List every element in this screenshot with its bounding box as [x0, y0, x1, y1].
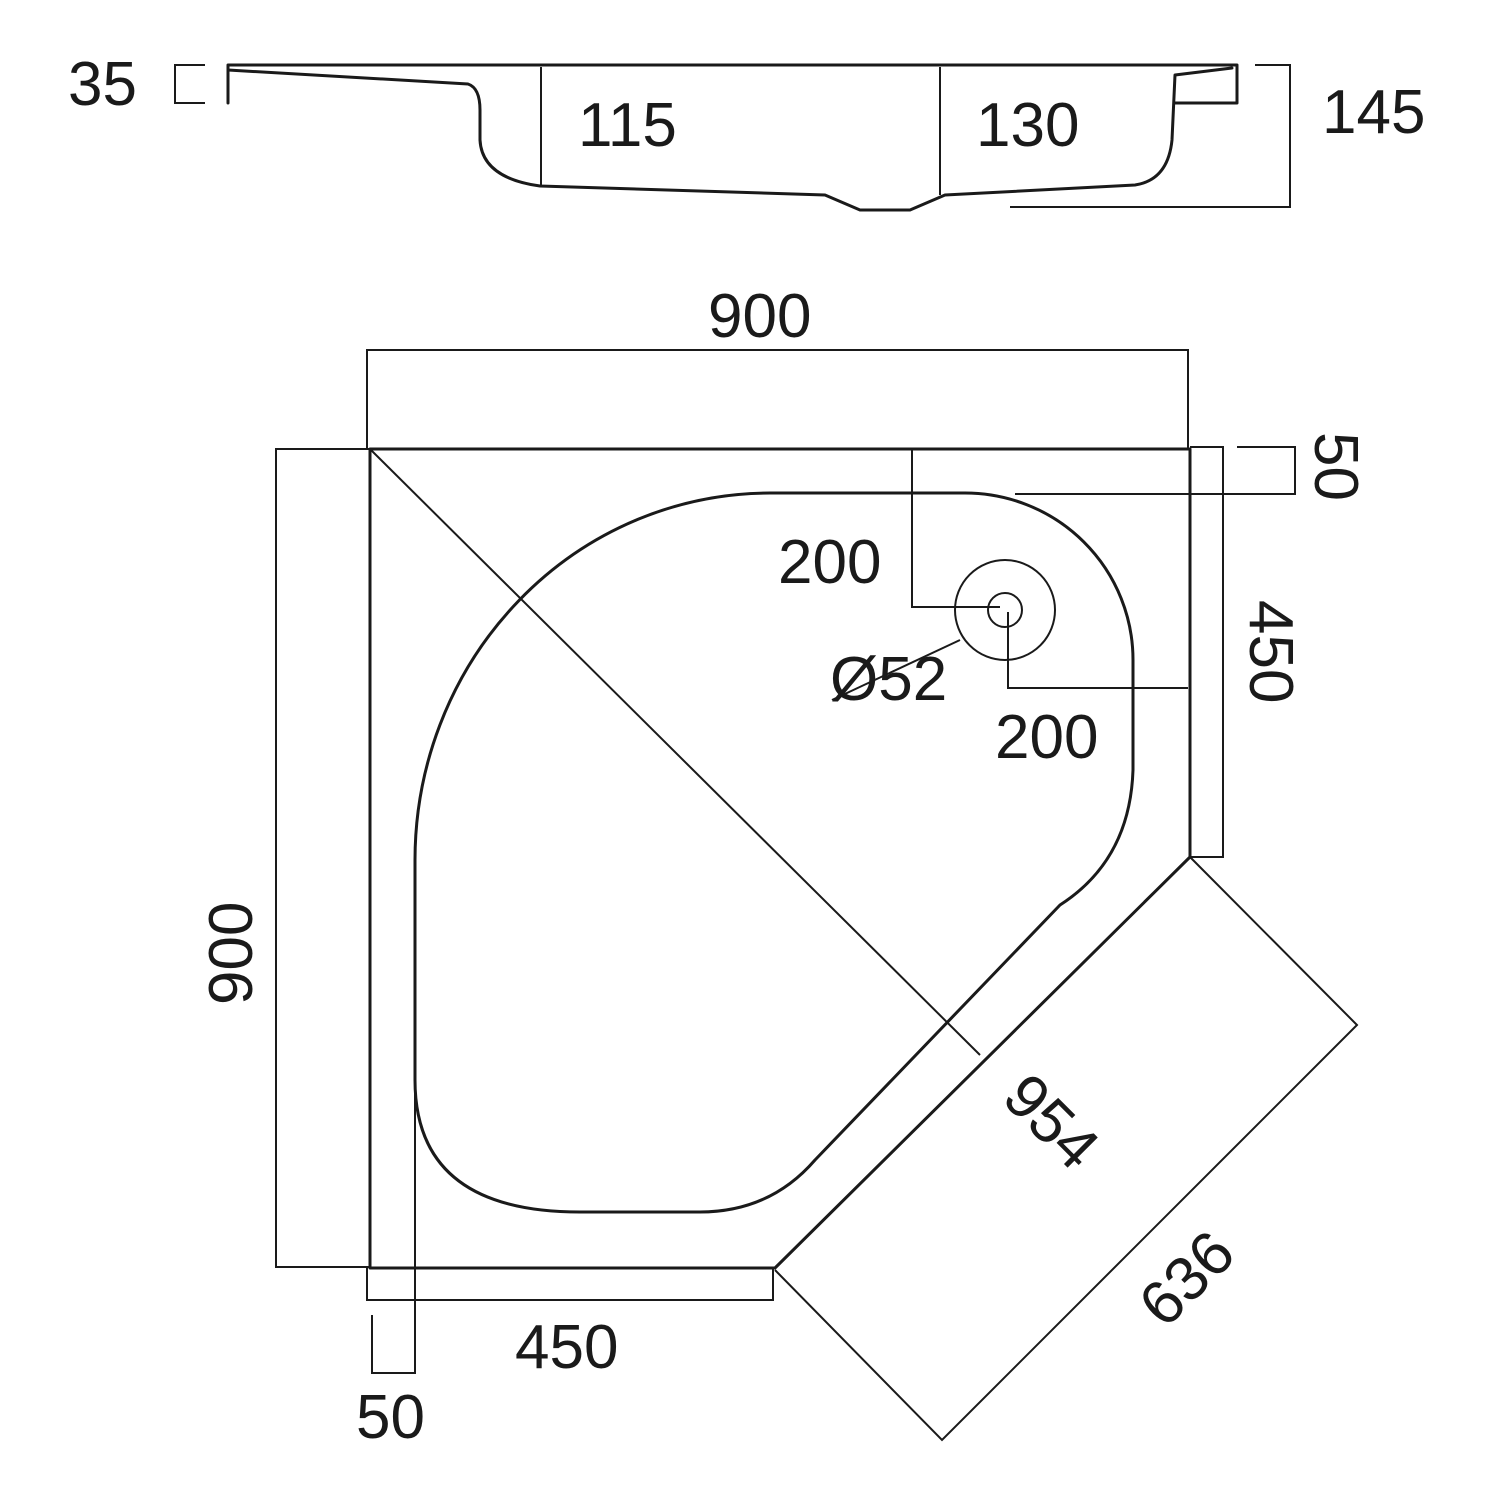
drain-inner [987, 592, 1023, 628]
dim-label-diagonal: 954 [990, 1061, 1112, 1183]
dim-label-diameter: Ø52 [830, 645, 947, 714]
dim-label-drain-x: 200 [778, 528, 881, 597]
dim-label-side-right: 450 [1236, 600, 1305, 703]
bowl-outline [413, 491, 1135, 1214]
dim-label-offset-left: 50 [356, 1383, 425, 1452]
profile-outline [226, 63, 1239, 212]
dim-height [1010, 64, 1291, 208]
dim-diagonal-line [369, 448, 981, 1056]
dim-side-right [1190, 446, 1224, 858]
dim-width [366, 349, 1189, 449]
drain-outer [954, 559, 1056, 661]
dim-offset-left [371, 1092, 416, 1374]
plan-view: 900 900 450 50 200 200 Ø52 954 636 450 5… [197, 282, 1370, 1452]
dim-label-depth: 900 [197, 902, 266, 1005]
dim-drain-x [911, 449, 1000, 608]
dim-depth [275, 448, 370, 1268]
dim-label-35: 35 [68, 50, 137, 119]
diameter-leader [831, 639, 961, 701]
dim-label-offset-top: 50 [1301, 432, 1370, 501]
profile-view: 35 115 130 145 [68, 50, 1425, 212]
dim-label-width: 900 [708, 282, 811, 351]
dim-drain-y [1007, 612, 1188, 689]
dim-side-bottom [366, 1268, 774, 1301]
dim-label-drain-y: 200 [995, 703, 1098, 772]
basin-outline [368, 447, 1192, 1270]
dim-label-145: 145 [1322, 78, 1425, 147]
dim-offset-top [1015, 446, 1296, 495]
dim-label-130: 130 [976, 91, 1079, 160]
dim-front-width [774, 856, 1359, 1442]
dim-rim [174, 64, 205, 104]
dim-label-115: 115 [578, 91, 677, 160]
dim-label-side-bottom: 450 [515, 1313, 618, 1382]
